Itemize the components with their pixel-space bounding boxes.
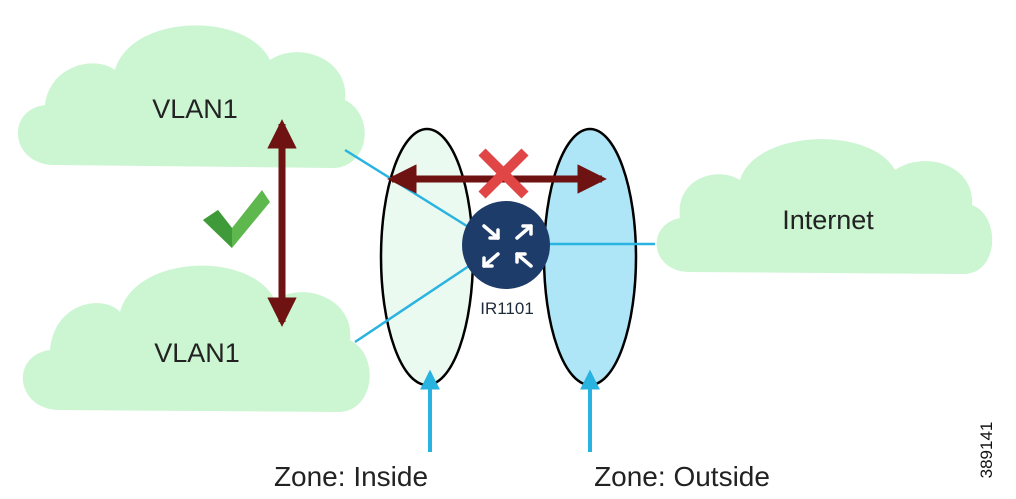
outside-zone-label: Zone: Outside	[594, 461, 770, 492]
cross-icon	[478, 148, 529, 199]
vlan-bottom-label: VLAN1	[154, 338, 240, 368]
checkmark-icon	[203, 190, 270, 248]
router-icon: IR1101	[462, 201, 550, 318]
internet-label: Internet	[782, 205, 874, 235]
vlan-top-cloud: VLAN1	[17, 25, 365, 169]
vlan-bottom-cloud: VLAN1	[22, 265, 370, 412]
inside-zone-ellipse	[379, 127, 475, 387]
figure-id: 389141	[977, 422, 996, 479]
internet-cloud: Internet	[656, 139, 993, 274]
vlan-top-label: VLAN1	[152, 94, 238, 124]
link-vlan-bottom-router	[354, 260, 476, 344]
inside-zone-label: Zone: Inside	[274, 461, 428, 492]
outside-zone-ellipse	[542, 127, 638, 387]
router-label: IR1101	[480, 299, 534, 318]
